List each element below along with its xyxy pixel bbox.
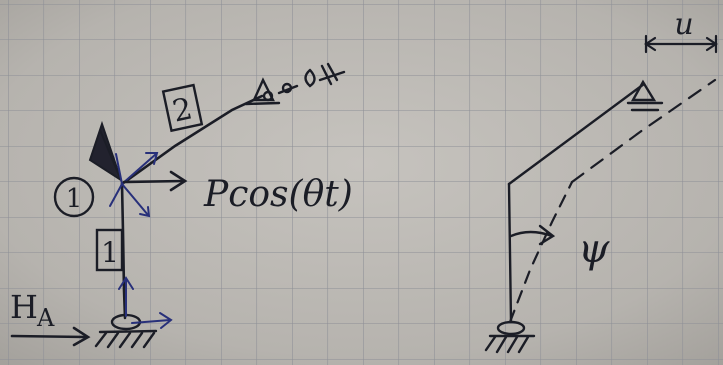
reaction-HA-arrow — [10, 326, 91, 347]
deformed-beam — [570, 78, 717, 184]
beam-roller-support-icon — [626, 79, 664, 112]
column-pin-support-icon — [484, 320, 536, 354]
column-member-1 — [120, 182, 127, 320]
roller-support-icon — [244, 62, 346, 106]
rotation-arc — [509, 224, 556, 246]
node-local-axes — [109, 152, 159, 218]
rigid-joint-icon — [88, 120, 123, 183]
node-1-label: 1 — [66, 184, 83, 214]
node-1-circle — [53, 176, 95, 218]
deformed-column — [508, 180, 574, 324]
load-arrow — [122, 170, 188, 192]
displacement-dimension — [644, 34, 718, 54]
right-deformed-sketch: u ψ — [484, 7, 718, 354]
member-1-label: 1 — [101, 236, 119, 269]
load-label: Pcos(θt) — [203, 174, 353, 215]
rotation-label: ψ — [578, 226, 610, 272]
reaction-H-label: H — [10, 288, 38, 326]
member-1-tag: 1 — [95, 228, 124, 272]
base-reaction-arrows — [118, 276, 173, 329]
undeformed-beam — [507, 82, 646, 186]
reaction-A-subscript: A — [36, 304, 55, 332]
left-frame-sketch: 2 1 1 Pcos(θt) — [10, 62, 353, 349]
displacement-label: u — [674, 7, 693, 42]
undeformed-column — [507, 182, 513, 324]
